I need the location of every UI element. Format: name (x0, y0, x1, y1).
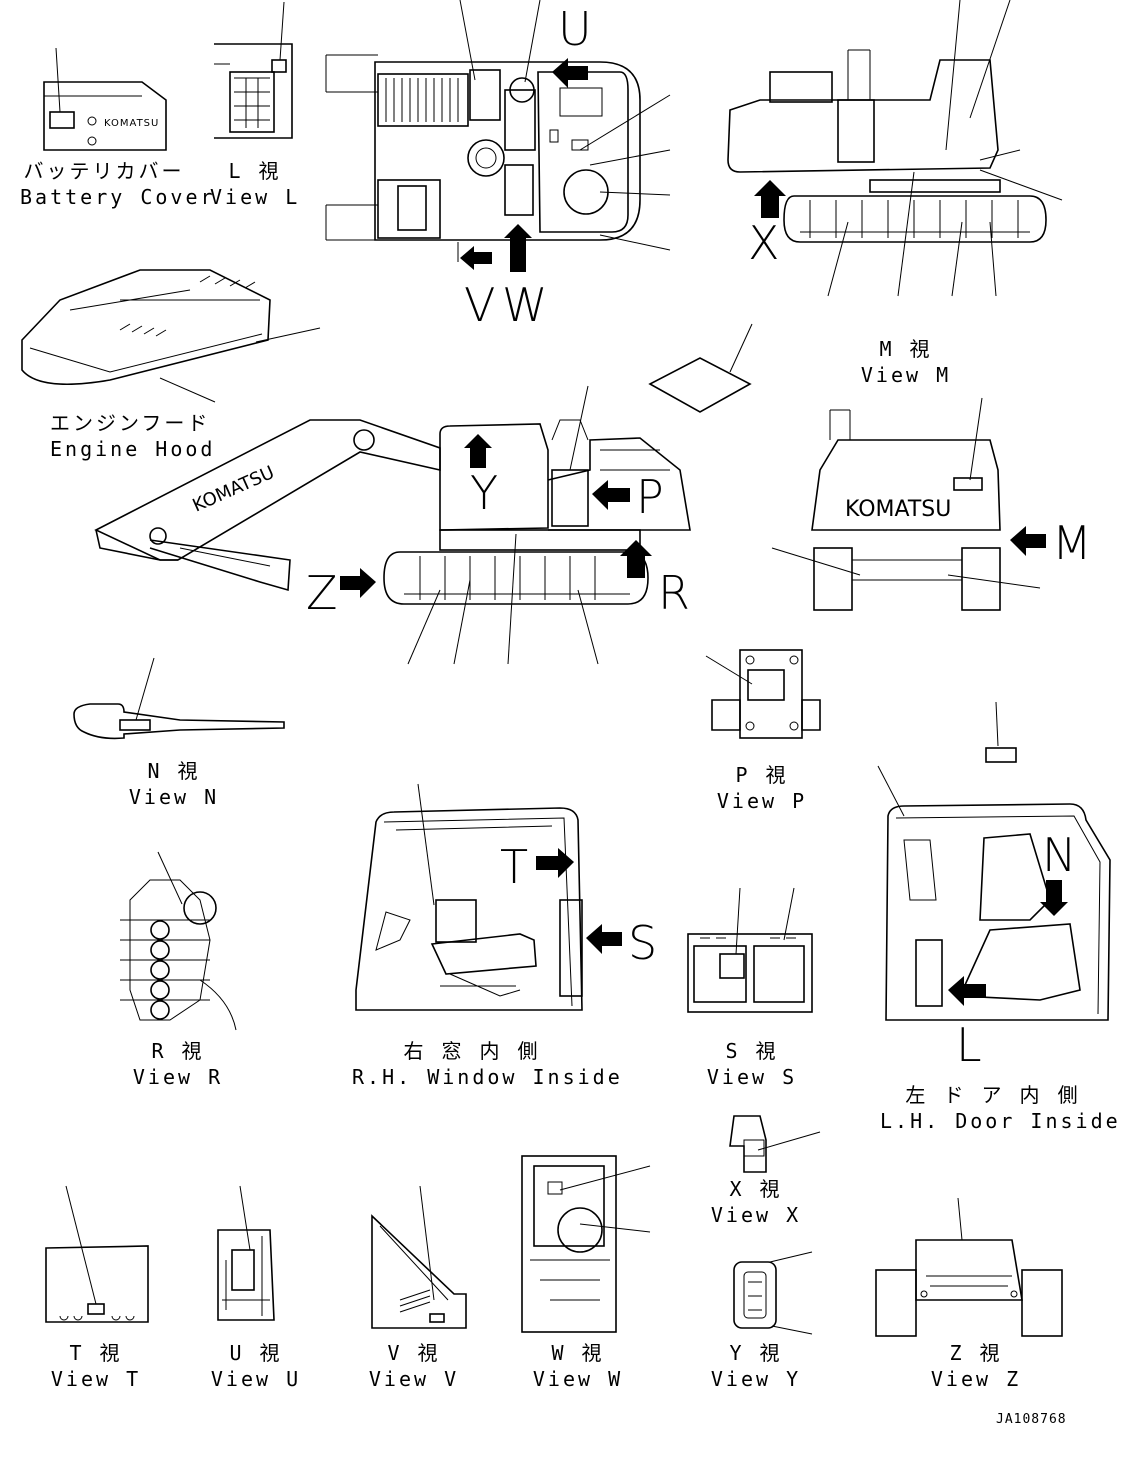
view-s-drawing (687, 887, 813, 1013)
label-view-l-en: View L (210, 185, 301, 209)
view-x-drawing (729, 1115, 821, 1173)
label-view-v: V 視 View V (364, 1340, 464, 1392)
letter-s: S (628, 916, 658, 970)
lh-door-drawing (877, 765, 1111, 1021)
letter-p: P (636, 470, 664, 524)
view-v-drawing (371, 1185, 467, 1329)
label-view-l-jp: L 視 (228, 159, 282, 183)
battery-cover-drawing: KOMATSU (43, 47, 167, 151)
rear-view-drawing: KOMATSU (771, 397, 1046, 611)
label-battery-cover: バッテリカバー Battery Cover (20, 158, 216, 210)
label-lh-door: 左 ド ア 内 側 L.H. Door Inside (880, 1082, 1121, 1134)
battery-cover-logo: KOMATSU (104, 118, 159, 129)
small-sticker (985, 747, 1017, 763)
label-view-v-jp: V 視 (387, 1341, 441, 1365)
label-view-n-jp: N 視 (147, 759, 201, 783)
label-battery-cover-en: Battery Cover (20, 185, 216, 209)
view-y-drawing (733, 1251, 813, 1335)
label-view-m: M 視 View M (856, 336, 956, 388)
engine-hood-drawing (21, 269, 321, 403)
drawing-code: JA108768 (996, 1412, 1067, 1427)
view-l-drawing (214, 1, 293, 139)
label-lh-door-jp: 左 ド ア 内 側 (905, 1083, 1081, 1107)
label-view-u-jp: U 視 (229, 1341, 283, 1365)
label-view-x-jp: X 視 (729, 1177, 783, 1201)
letter-u: U (558, 2, 592, 56)
view-r-drawing (120, 851, 237, 1031)
label-view-p-en: View P (716, 789, 808, 813)
label-battery-cover-jp: バッテリカバー (23, 159, 185, 183)
view-u-drawing (217, 1185, 275, 1321)
label-view-l: L 視 View L (210, 158, 300, 210)
label-view-p-jp: P 視 (735, 763, 789, 787)
letter-l: L (956, 1018, 982, 1072)
rh-window-drawing (355, 783, 622, 1011)
label-engine-hood: エンジンフード Engine Hood (50, 410, 216, 462)
rear-logo: KOMATSU (845, 497, 951, 522)
label-view-x: X 視 View X (706, 1176, 806, 1228)
view-w-drawing (521, 1155, 651, 1333)
view-n-drawing (73, 657, 285, 740)
label-view-z-jp: Z 視 (949, 1341, 1003, 1365)
letter-y: Y (470, 466, 499, 520)
side-elevation-drawing (727, 0, 1063, 297)
label-view-r-en: View R (132, 1065, 224, 1089)
label-rh-window-en: R.H. Window Inside (352, 1065, 623, 1089)
letter-r: R (658, 566, 690, 620)
label-view-p: P 視 View P (712, 762, 812, 814)
label-view-t: T 視 View T (46, 1340, 146, 1392)
label-lh-door-en: L.H. Door Inside (880, 1109, 1121, 1133)
label-rh-window-jp: 右 窓 内 側 (403, 1039, 541, 1063)
label-view-y: Y 視 View Y (706, 1340, 806, 1392)
label-view-x-en: View X (710, 1203, 802, 1227)
view-p-drawing (705, 649, 821, 739)
label-view-m-en: View M (860, 363, 952, 387)
label-view-n-en: View N (128, 785, 220, 809)
view-z-drawing (875, 1197, 1063, 1337)
top-plan-drawing (325, 0, 671, 272)
label-view-r: R 視 View R (128, 1038, 228, 1090)
label-view-s: S 視 View S (702, 1038, 802, 1090)
label-view-t-jp: T 視 (69, 1341, 123, 1365)
label-view-s-jp: S 視 (725, 1039, 779, 1063)
letter-x: X (748, 216, 780, 270)
label-view-u-en: View U (210, 1367, 302, 1391)
label-view-n: N 視 View N (124, 758, 224, 810)
label-engine-hood-jp: エンジンフード (50, 411, 211, 435)
label-view-z: Z 視 View Z (926, 1340, 1026, 1392)
letter-w: W (502, 278, 548, 332)
letter-v: V (464, 278, 496, 332)
letter-m: M (1052, 516, 1092, 570)
label-view-y-jp: Y 視 (729, 1341, 783, 1365)
label-view-u: U 視 View U (206, 1340, 306, 1392)
label-view-w-jp: W 視 (551, 1341, 605, 1365)
label-view-y-en: View Y (710, 1367, 802, 1391)
label-view-s-en: View S (706, 1065, 798, 1089)
label-rh-window: 右 窓 内 側 R.H. Window Inside (352, 1038, 623, 1090)
label-view-v-en: View V (368, 1367, 460, 1391)
label-view-t-en: View T (50, 1367, 142, 1391)
letter-t: T (500, 840, 529, 894)
label-view-w-en: View W (532, 1367, 624, 1391)
letter-n: N (1042, 828, 1077, 882)
letter-z: Z (306, 566, 338, 620)
label-engine-hood-en: Engine Hood (50, 437, 216, 461)
label-view-z-en: View Z (930, 1367, 1022, 1391)
label-view-r-jp: R 視 (151, 1039, 205, 1063)
label-view-w: W 視 View W (528, 1340, 628, 1392)
label-view-m-jp: M 視 (879, 337, 933, 361)
sticker-diamond (648, 357, 752, 413)
view-t-drawing (45, 1185, 149, 1323)
